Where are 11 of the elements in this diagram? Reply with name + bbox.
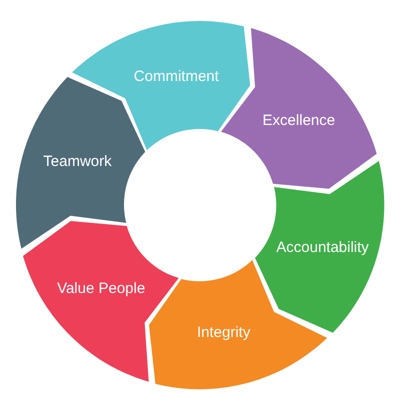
cycle-segment (23, 221, 179, 382)
segment-label: Teamwork (43, 153, 112, 170)
segment-label: Value People (57, 281, 146, 298)
cycle-segment (149, 260, 328, 389)
cycle-segment (254, 160, 384, 333)
cycle-segment (221, 28, 377, 189)
segment-label: Excellence (262, 112, 336, 129)
cycle-segment (72, 21, 251, 150)
segment-label: Commitment (134, 68, 219, 86)
segment-label: Integrity (197, 324, 250, 342)
segment-label: Accountability (276, 240, 369, 257)
